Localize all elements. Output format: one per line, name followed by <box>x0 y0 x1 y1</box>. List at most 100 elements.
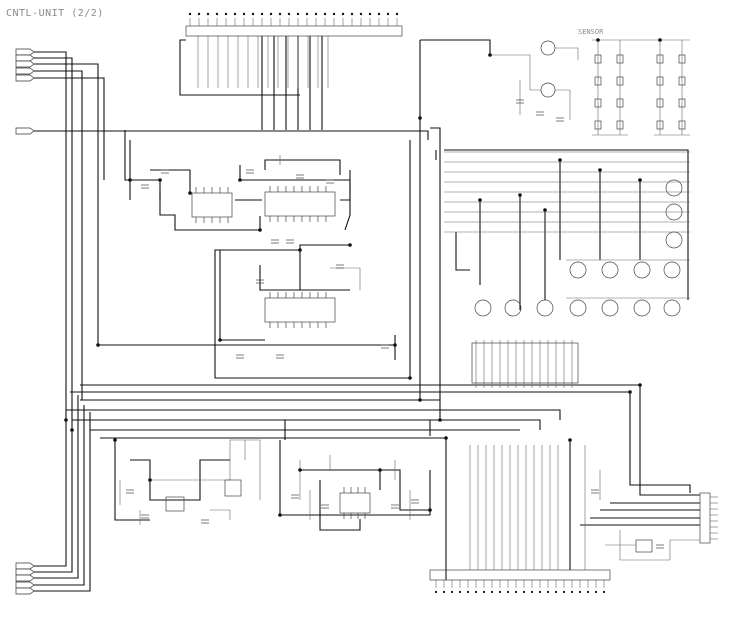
pin-marker <box>206 12 210 16</box>
junction-dot <box>113 438 117 442</box>
pin-marker <box>332 12 336 16</box>
ic-chip <box>191 192 233 218</box>
pin-marker <box>296 12 300 16</box>
pin-marker <box>260 12 264 16</box>
junction-dot <box>298 468 302 472</box>
wire <box>380 469 430 511</box>
ic-chip <box>165 496 185 512</box>
pin-marker <box>242 12 246 16</box>
resistor-symbol <box>678 98 686 108</box>
junction-dot <box>568 438 572 442</box>
wire <box>490 54 541 91</box>
wire <box>340 170 351 201</box>
transistor-symbol <box>540 82 556 98</box>
motor-symbol <box>665 231 683 249</box>
pin-marker <box>482 590 486 594</box>
pin-marker <box>538 590 542 594</box>
sheet-title: CNTL-UNIT (2/2) <box>6 8 104 19</box>
pin-marker <box>434 590 438 594</box>
input-port <box>15 54 35 62</box>
pin-marker <box>594 590 598 594</box>
wire <box>66 409 561 420</box>
pin-marker <box>602 590 606 594</box>
resistor-symbol <box>594 98 602 108</box>
pin-marker <box>224 12 228 16</box>
ic-chip <box>264 297 336 323</box>
junction-dot <box>408 376 412 380</box>
wire <box>34 51 67 420</box>
junction-dots <box>64 12 662 594</box>
wire <box>179 39 300 96</box>
wire <box>555 47 579 60</box>
wire <box>34 412 91 592</box>
input-port <box>15 568 35 576</box>
wire <box>34 57 73 430</box>
resistor-symbol <box>616 54 624 64</box>
input-port <box>15 581 35 589</box>
pin-marker <box>377 12 381 16</box>
pin-marker <box>458 590 462 594</box>
wire <box>300 469 381 490</box>
pin-marker <box>251 12 255 16</box>
junction-dot <box>638 178 642 182</box>
wire <box>555 89 571 120</box>
junction-dot <box>558 158 562 162</box>
pin-marker <box>586 590 590 594</box>
pin-marker <box>514 590 518 594</box>
wire <box>455 232 470 271</box>
pin-marker <box>323 12 327 16</box>
pin-marker <box>368 12 372 16</box>
pin-marker <box>570 590 574 594</box>
wire <box>259 265 350 291</box>
motor-symbol <box>663 261 681 279</box>
pin-marker <box>314 12 318 16</box>
pin-marker <box>546 590 550 594</box>
junction-dot <box>218 338 222 342</box>
wire <box>150 169 191 193</box>
junction-dot <box>148 478 152 482</box>
junction-dot <box>638 383 642 387</box>
wire <box>150 439 261 500</box>
input-port <box>15 127 35 135</box>
resistor-symbol <box>594 120 602 130</box>
sensor-block-title: SENSOR <box>578 28 604 36</box>
ic-chip <box>264 191 336 217</box>
junction-dot <box>188 191 192 195</box>
input-port <box>15 587 35 595</box>
resistor-array <box>471 342 579 384</box>
junction-dot <box>418 116 422 120</box>
resistor-symbol <box>656 76 664 86</box>
junction-dot <box>658 38 662 42</box>
wire <box>214 140 411 379</box>
resistor-symbol <box>616 98 624 108</box>
right-connector <box>699 492 711 544</box>
junction-dot <box>596 38 600 42</box>
motor-symbol <box>504 299 522 317</box>
wire <box>70 391 631 470</box>
wire <box>34 405 85 586</box>
junction-dot <box>96 343 100 347</box>
junction-dot <box>418 398 422 402</box>
motor-symbol <box>665 179 683 197</box>
pin-marker <box>506 590 510 594</box>
junction-dot <box>158 178 162 182</box>
pin-marker <box>197 12 201 16</box>
wire <box>34 63 250 346</box>
junction-dot <box>428 508 432 512</box>
pin-marker <box>341 12 345 16</box>
pin-marker <box>490 590 494 594</box>
off-sheet-ports <box>15 48 35 595</box>
pin-marker <box>269 12 273 16</box>
ic-chip <box>224 479 242 497</box>
pin-marker <box>233 12 237 16</box>
pin-marker <box>522 590 526 594</box>
junction-dot <box>298 248 302 252</box>
junction-dot <box>70 428 74 432</box>
pin-marker <box>474 590 478 594</box>
resistor-symbol <box>656 54 664 64</box>
wire <box>264 159 341 175</box>
wire <box>219 250 265 341</box>
junction-dot <box>278 513 282 517</box>
wire <box>80 384 641 470</box>
